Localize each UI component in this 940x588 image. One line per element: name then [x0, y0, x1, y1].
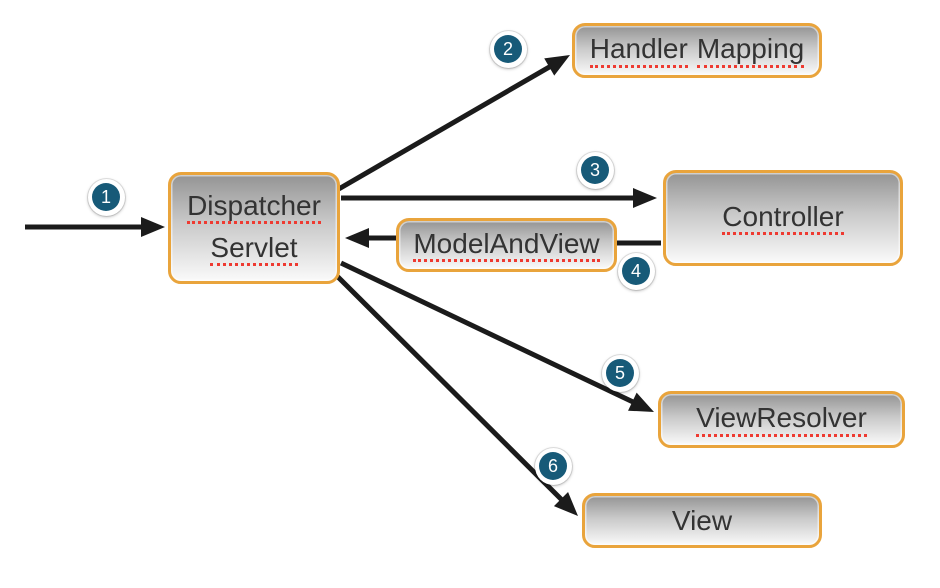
node-label-line: ModelAndView — [413, 228, 600, 263]
step-badge-1: 1 — [87, 178, 125, 216]
step-badge-4: 4 — [617, 252, 655, 290]
node-label-line: ViewResolver — [696, 402, 867, 437]
step-badge-number: 2 — [494, 35, 522, 63]
arrow-modelandview-to-dispatcher — [345, 228, 396, 248]
arrowhead-icon — [345, 228, 369, 248]
step-badge-number: 6 — [539, 452, 567, 480]
node-label-word: Handler — [589, 33, 688, 68]
arrow-line — [332, 271, 566, 504]
arrow-request-to-dispatcher — [25, 217, 165, 237]
node-model-and-view: ModelAndView — [396, 218, 617, 272]
node-controller: Controller — [663, 170, 903, 266]
node-label-word: Dispatcher — [187, 190, 321, 224]
step-badge-2: 2 — [489, 30, 527, 68]
node-label-word: ViewResolver — [696, 402, 867, 437]
arrowhead-icon — [633, 188, 657, 208]
arrow-dispatcher-to-controller — [341, 188, 657, 208]
node-label-word: View — [671, 504, 733, 536]
node-label-word: Servlet — [210, 232, 298, 267]
node-label-line: Controller — [722, 201, 844, 236]
arrow-line — [335, 62, 554, 193]
step-badge-number: 5 — [606, 359, 634, 387]
arrow-line — [339, 260, 638, 406]
node-label-word: Mapping — [696, 33, 805, 68]
step-badge-number: 4 — [622, 257, 650, 285]
step-badge-5: 5 — [601, 354, 639, 392]
step-badge-number: 3 — [581, 156, 609, 184]
arrow-dispatcher-to-handler-mapping — [335, 55, 570, 193]
arrowhead-icon — [141, 217, 165, 237]
step-badge-6: 6 — [534, 447, 572, 485]
node-view-resolver: ViewResolver — [658, 391, 905, 448]
step-badge-3: 3 — [576, 151, 614, 189]
arrow-dispatcher-to-viewresolver — [339, 260, 654, 412]
step-badge-number: 1 — [92, 183, 120, 211]
node-label-line: View — [672, 505, 732, 536]
arrowhead-icon — [628, 392, 654, 412]
node-label-line: Dispatcher — [187, 190, 321, 224]
arrowhead-icon — [544, 55, 570, 76]
node-view: View — [582, 493, 822, 548]
node-label-word: Controller — [722, 201, 844, 236]
node-label-word: ModelAndView — [413, 228, 600, 263]
node-label-line: Servlet — [210, 232, 298, 267]
arrowhead-icon — [553, 491, 578, 516]
